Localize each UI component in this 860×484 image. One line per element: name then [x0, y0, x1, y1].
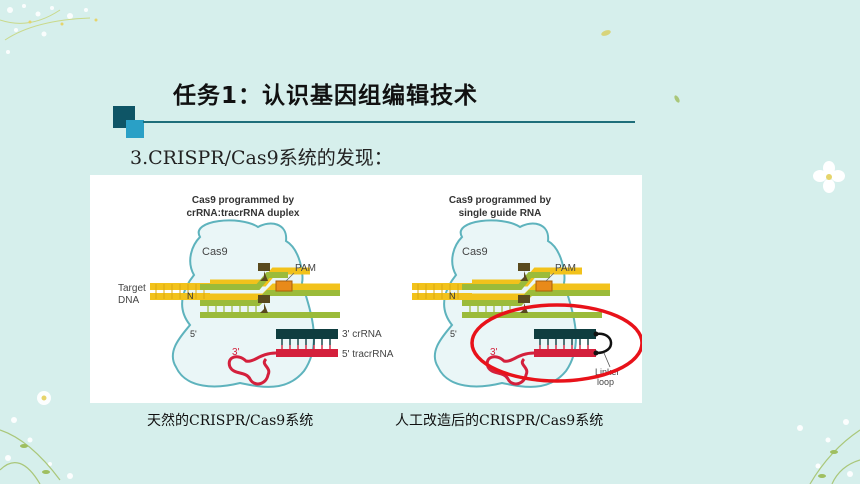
right-five-prime: 5'	[450, 329, 457, 339]
right-three-prime-mark: 3'	[490, 347, 498, 358]
left-n-label: N	[187, 291, 194, 301]
left-five-prime: 5'	[190, 329, 197, 339]
caption-engineered-system: 人工改造后的CRISPR/Cas9系统	[395, 413, 604, 429]
crispr-diagram: Cas9 programmed by crRNA:tracrRNA duplex…	[118, 195, 644, 388]
title-accent-square-light	[126, 120, 144, 138]
left-target-label-line2: DNA	[118, 295, 139, 306]
leaf-decoration	[601, 30, 611, 36]
slide-subtitle: 3.CRISPR/Cas9系统的发现：	[130, 147, 393, 169]
slide-title: 任务1：认识基因组编辑技术	[173, 83, 479, 109]
leaf-decoration	[674, 95, 680, 103]
flower-decoration-bottom-right	[797, 419, 860, 484]
right-n-label: N	[449, 291, 456, 301]
left-heading-line2: crRNA:tracrRNA duplex	[187, 208, 300, 219]
caption-natural-system: 天然的CRISPR/Cas9系统	[147, 413, 314, 429]
left-panel: Cas9 programmed by crRNA:tracrRNA duplex…	[118, 195, 394, 388]
left-pam-label: PAM	[295, 263, 316, 274]
crispr-cas9-figure: Cas9 programmed by crRNA:tracrRNA duplex…	[90, 175, 644, 403]
left-three-prime-mark: 3'	[232, 347, 240, 358]
left-target-label-line1: Target	[118, 283, 146, 294]
right-cas9-label: Cas9	[462, 246, 488, 258]
right-heading-line1: Cas9 programmed by	[449, 195, 552, 206]
flower-decoration-top-left	[0, 4, 98, 54]
right-linker-label-line2: loop	[597, 377, 614, 387]
left-tracrrna-label: 5' tracrRNA	[342, 349, 394, 360]
flower-decoration-right	[813, 161, 845, 193]
right-heading-line2: single guide RNA	[459, 208, 542, 219]
left-heading-line1: Cas9 programmed by	[192, 195, 295, 206]
left-crrna-label: 3' crRNA	[342, 329, 382, 340]
right-panel: Cas9 programmed by single guide RNA Cas9…	[412, 195, 644, 388]
title-underline	[143, 121, 635, 123]
right-pam-label: PAM	[555, 263, 576, 274]
flower-decoration-bottom-left	[0, 391, 73, 484]
left-cas9-label: Cas9	[202, 246, 228, 258]
